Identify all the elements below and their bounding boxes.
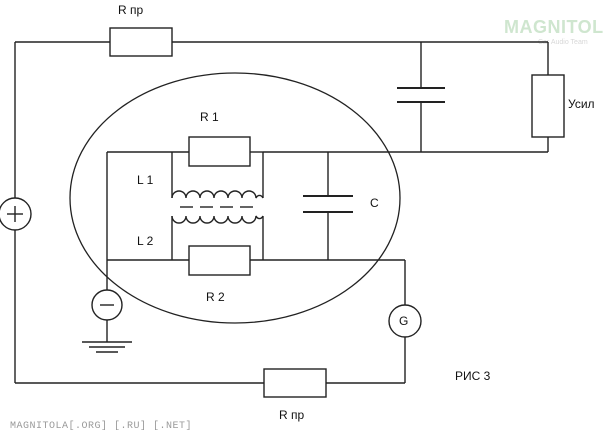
inductor-l2: [171, 215, 264, 224]
r1-label: R 1: [200, 110, 219, 124]
capacitor-right: [397, 87, 445, 103]
l2-label: L 2: [137, 234, 154, 248]
inductor-l1: [171, 190, 264, 199]
g-label: G: [399, 314, 408, 328]
r-pr-top-label: R пр: [118, 3, 143, 17]
logo-tagline: Car Audio Team: [538, 39, 588, 46]
inner-network: [106, 151, 405, 342]
amplifier-box: [531, 74, 565, 138]
battery-minus-terminal: [91, 289, 123, 321]
figure-label: РИС 3: [455, 369, 491, 383]
ground-icon: [82, 341, 132, 353]
resistor-r1: [188, 136, 251, 167]
resistor-r-pr-bottom: [263, 368, 327, 398]
capacitor-c: [303, 195, 353, 213]
logo-text: MAGNITOLA: [504, 17, 603, 37]
circuit-boundary-ellipse: [69, 72, 401, 324]
l1-label: L 1: [137, 173, 154, 187]
battery-plus-terminal: [0, 197, 32, 231]
usil-label: Усил: [568, 97, 595, 111]
resistor-r2: [188, 245, 251, 276]
magnitola-logo: MAGNITOLA Car Audio Team: [504, 17, 603, 46]
r2-label: R 2: [206, 290, 225, 304]
generator-g: [388, 304, 422, 338]
r-pr-bottom-label: R пр: [279, 408, 304, 422]
outer-wiring: [14, 41, 549, 384]
footer-watermark: MAGNITOLA[.ORG] [.RU] [.NET]: [10, 420, 192, 432]
resistor-r-pr-top: [109, 27, 173, 57]
c-label: C: [370, 196, 379, 210]
